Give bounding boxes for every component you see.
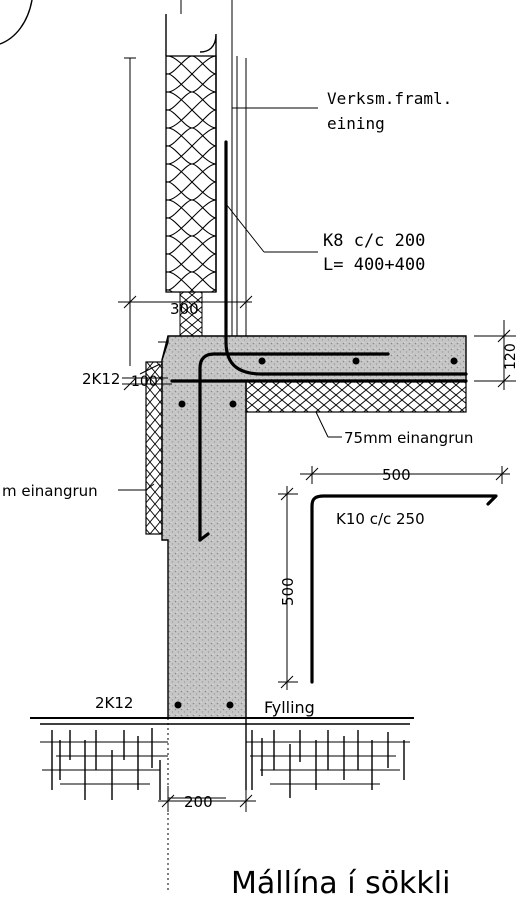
dim-300-label: 300	[170, 300, 199, 318]
rebar-top-label: 2K12	[82, 370, 120, 388]
rebar-dots	[174, 357, 458, 709]
k8-hairpin-rebar	[224, 140, 468, 376]
wall-insulation-label: m einangrun	[2, 482, 98, 500]
dim-120-label: 120	[503, 343, 519, 370]
k10-l-rebar	[310, 494, 498, 684]
dim-500-h-label: 500	[382, 466, 411, 484]
leader-lines	[118, 107, 342, 799]
rebar-bottom-label: 2K12	[95, 694, 133, 712]
k8-rebar-label-2: L= 400+400	[323, 255, 425, 275]
corner-arc	[0, 0, 33, 45]
prefab-wall-unit	[124, 0, 247, 366]
dim-300	[118, 295, 253, 314]
drawing-title: Mállína í sökkli	[231, 866, 450, 901]
dim-100	[122, 363, 172, 391]
ground-hatch	[30, 717, 414, 890]
slab-insulation-label: 75mm einangrun	[344, 429, 473, 447]
slab-insulation	[245, 380, 467, 413]
prefab-unit-label-2: eining	[327, 114, 385, 133]
k10-rebar-label: K10 c/c 250	[336, 510, 425, 528]
k8-rebar-label-1: K8 c/c 200	[323, 231, 425, 251]
dim-500-horizontal	[300, 466, 510, 484]
dim-200-label: 200	[184, 793, 213, 811]
prefab-unit-label-1: Verksm.framl.	[327, 89, 452, 108]
dim-500-vertical	[278, 486, 298, 690]
dim-120	[474, 320, 516, 390]
dim-100-label: 100	[131, 374, 158, 390]
dim-500-v-label: 500	[279, 577, 297, 606]
fill-label: Fylling	[264, 698, 315, 717]
slab-bar-hook	[198, 352, 390, 542]
wall-insulation	[145, 361, 163, 535]
